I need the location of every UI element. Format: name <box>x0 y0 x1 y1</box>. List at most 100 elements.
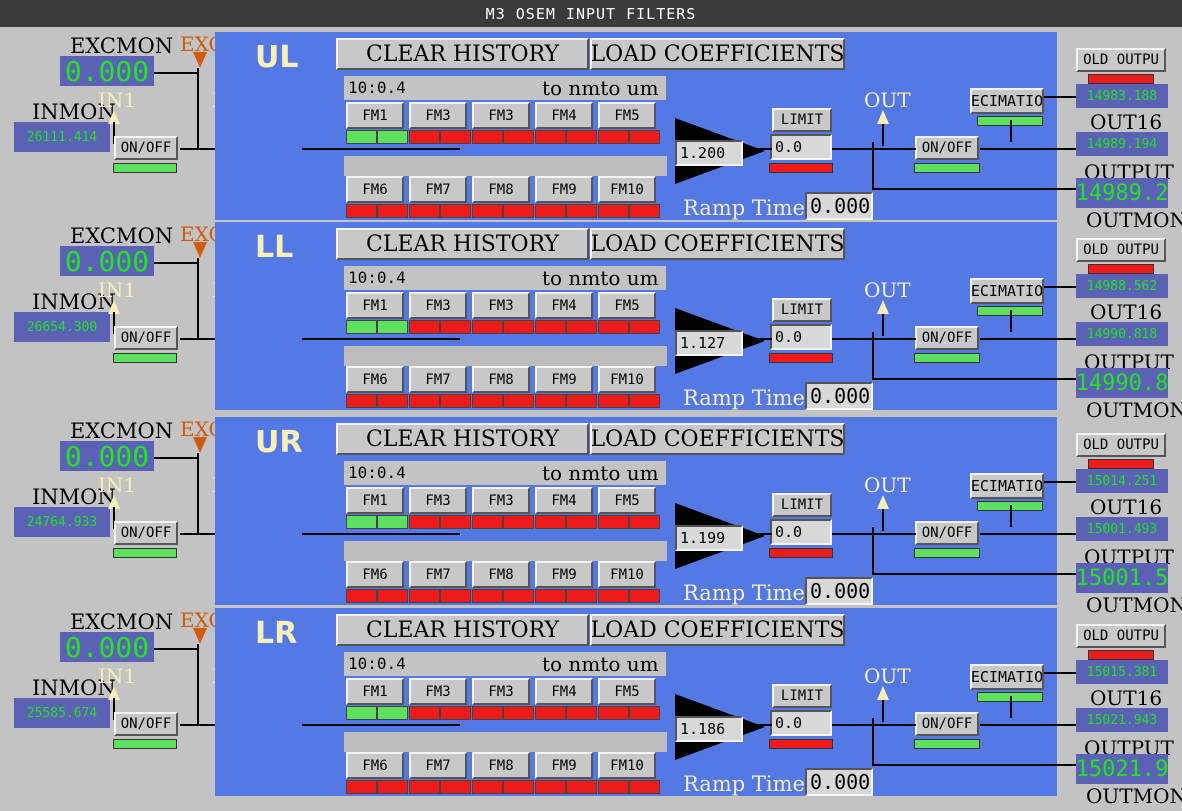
fm-button-fm8[interactable]: FM8 <box>472 366 530 393</box>
fm-button-fm6[interactable]: FM6 <box>346 752 404 779</box>
fm-button-fm1[interactable]: FM1 <box>346 292 404 319</box>
fm-button-fm3[interactable]: FM3 <box>472 292 530 319</box>
gain-input[interactable]: 1.127 <box>675 330 743 356</box>
ramp-time-input[interactable]: 0.000 <box>805 577 873 605</box>
fm-button-fm10[interactable]: FM10 <box>598 176 656 203</box>
fm-button-fm3[interactable]: FM3 <box>409 678 467 705</box>
limit-input[interactable]: 0.0 <box>770 710 832 736</box>
load-coefficients-button[interactable]: LOAD COEFFICIENTS <box>590 423 845 455</box>
limit-input[interactable]: 0.0 <box>770 519 832 545</box>
fm-button-fm9[interactable]: FM9 <box>535 752 593 779</box>
fm-button-fm8[interactable]: FM8 <box>472 752 530 779</box>
output-onoff-button[interactable]: ON/OFF <box>915 136 979 160</box>
clear-history-button[interactable]: CLEAR HISTORY <box>336 614 589 646</box>
fm-button-fm1[interactable]: FM1 <box>346 678 404 705</box>
load-coefficients-button[interactable]: LOAD COEFFICIENTS <box>590 614 845 646</box>
hold-output-button[interactable]: OLD OUTPU <box>1076 238 1166 262</box>
fm-button-fm4[interactable]: FM4 <box>535 678 593 705</box>
fm-cell: FM8 <box>472 752 535 794</box>
clear-history-button[interactable]: CLEAR HISTORY <box>336 38 589 70</box>
limit-input[interactable]: 0.0 <box>770 134 832 160</box>
fm-cell: FM4 <box>535 678 598 720</box>
rate-value: 10:0.4 <box>348 654 406 673</box>
limit-button[interactable]: LIMIT <box>772 684 832 708</box>
fm-status-leds <box>598 706 661 720</box>
fm-button-fm7[interactable]: FM7 <box>409 561 467 588</box>
fm-button-fm3[interactable]: FM3 <box>472 487 530 514</box>
fm-led-off <box>535 130 566 144</box>
fm-button-fm3[interactable]: FM3 <box>472 678 530 705</box>
decimation-button[interactable]: ECIMATIO <box>970 278 1044 304</box>
hold-output-button[interactable]: OLD OUTPU <box>1076 433 1166 457</box>
limit-input[interactable]: 0.0 <box>770 324 832 350</box>
fm-button-fm7[interactable]: FM7 <box>409 176 467 203</box>
fm-button-fm8[interactable]: FM8 <box>472 561 530 588</box>
input-onoff-button[interactable]: ON/OFF <box>114 712 178 736</box>
excmon-readout: 0.000 <box>60 632 154 662</box>
output-onoff-button[interactable]: ON/OFF <box>915 326 979 350</box>
fm-button-fm10[interactable]: FM10 <box>598 561 656 588</box>
fm-button-fm1[interactable]: FM1 <box>346 487 404 514</box>
fm-button-fm6[interactable]: FM6 <box>346 561 404 588</box>
decimation-button[interactable]: ECIMATIO <box>970 88 1044 114</box>
limit-button[interactable]: LIMIT <box>772 108 832 132</box>
fm-led-off <box>440 589 471 603</box>
output-onoff-led <box>914 548 980 558</box>
fm-button-fm9[interactable]: FM9 <box>535 561 593 588</box>
gain-input[interactable]: 1.200 <box>675 140 743 166</box>
fm-led-on <box>377 515 408 529</box>
ramp-time-input[interactable]: 0.000 <box>805 192 873 220</box>
fm-button-fm4[interactable]: FM4 <box>535 102 593 129</box>
fm-button-fm3[interactable]: FM3 <box>409 102 467 129</box>
fm-button-fm6[interactable]: FM6 <box>346 176 404 203</box>
fm-button-fm10[interactable]: FM10 <box>598 366 656 393</box>
load-coefficients-button[interactable]: LOAD COEFFICIENTS <box>590 228 845 260</box>
ramp-time-input[interactable]: 0.000 <box>805 382 873 410</box>
input-onoff-button[interactable]: ON/OFF <box>114 326 178 350</box>
fm-status-leds <box>409 320 472 334</box>
fm-button-fm7[interactable]: FM7 <box>409 366 467 393</box>
fm-button-fm7[interactable]: FM7 <box>409 752 467 779</box>
decimation-button[interactable]: ECIMATIO <box>970 664 1044 690</box>
ramp-time-input[interactable]: 0.000 <box>805 768 873 796</box>
fm-button-fm3[interactable]: FM3 <box>409 292 467 319</box>
decimation-button[interactable]: ECIMATIO <box>970 473 1044 499</box>
fm-button-fm4[interactable]: FM4 <box>535 487 593 514</box>
fm-button-fm10[interactable]: FM10 <box>598 752 656 779</box>
limit-button[interactable]: LIMIT <box>772 493 832 517</box>
fm-led-off <box>346 204 377 218</box>
input-onoff-button[interactable]: ON/OFF <box>114 136 178 160</box>
output-onoff-button[interactable]: ON/OFF <box>915 521 979 545</box>
hold-output-button[interactable]: OLD OUTPU <box>1076 48 1166 72</box>
fm-button-fm8[interactable]: FM8 <box>472 176 530 203</box>
fm-button-fm3[interactable]: FM3 <box>409 487 467 514</box>
fm-status-leds <box>535 394 598 408</box>
inmon-readout: 24764.933 <box>14 507 110 537</box>
fm-button-fm9[interactable]: FM9 <box>535 366 593 393</box>
fm-led-off <box>598 780 629 794</box>
gain-input[interactable]: 1.186 <box>675 716 743 742</box>
in1-label: IN1 <box>98 473 137 497</box>
fm-button-fm3[interactable]: FM3 <box>472 102 530 129</box>
gain-input[interactable]: 1.199 <box>675 525 743 551</box>
fm-cell: FM8 <box>472 176 535 218</box>
input-onoff-button[interactable]: ON/OFF <box>114 521 178 545</box>
output-onoff-button[interactable]: ON/OFF <box>915 712 979 736</box>
fm-led-off <box>346 780 377 794</box>
out16-readout: 15014.251 <box>1076 469 1168 493</box>
load-coefficients-button[interactable]: LOAD COEFFICIENTS <box>590 38 845 70</box>
fm-button-fm5[interactable]: FM5 <box>598 102 656 129</box>
fm-led-off <box>503 706 534 720</box>
limit-button[interactable]: LIMIT <box>772 298 832 322</box>
fm-button-fm5[interactable]: FM5 <box>598 487 656 514</box>
fm-button-fm1[interactable]: FM1 <box>346 102 404 129</box>
clear-history-button[interactable]: CLEAR HISTORY <box>336 228 589 260</box>
clear-history-button[interactable]: CLEAR HISTORY <box>336 423 589 455</box>
fm-button-fm5[interactable]: FM5 <box>598 292 656 319</box>
fm-button-fm5[interactable]: FM5 <box>598 678 656 705</box>
fm-button-fm6[interactable]: FM6 <box>346 366 404 393</box>
out-label: OUT <box>864 473 911 497</box>
fm-button-fm4[interactable]: FM4 <box>535 292 593 319</box>
hold-output-button[interactable]: OLD OUTPU <box>1076 624 1166 648</box>
fm-button-fm9[interactable]: FM9 <box>535 176 593 203</box>
